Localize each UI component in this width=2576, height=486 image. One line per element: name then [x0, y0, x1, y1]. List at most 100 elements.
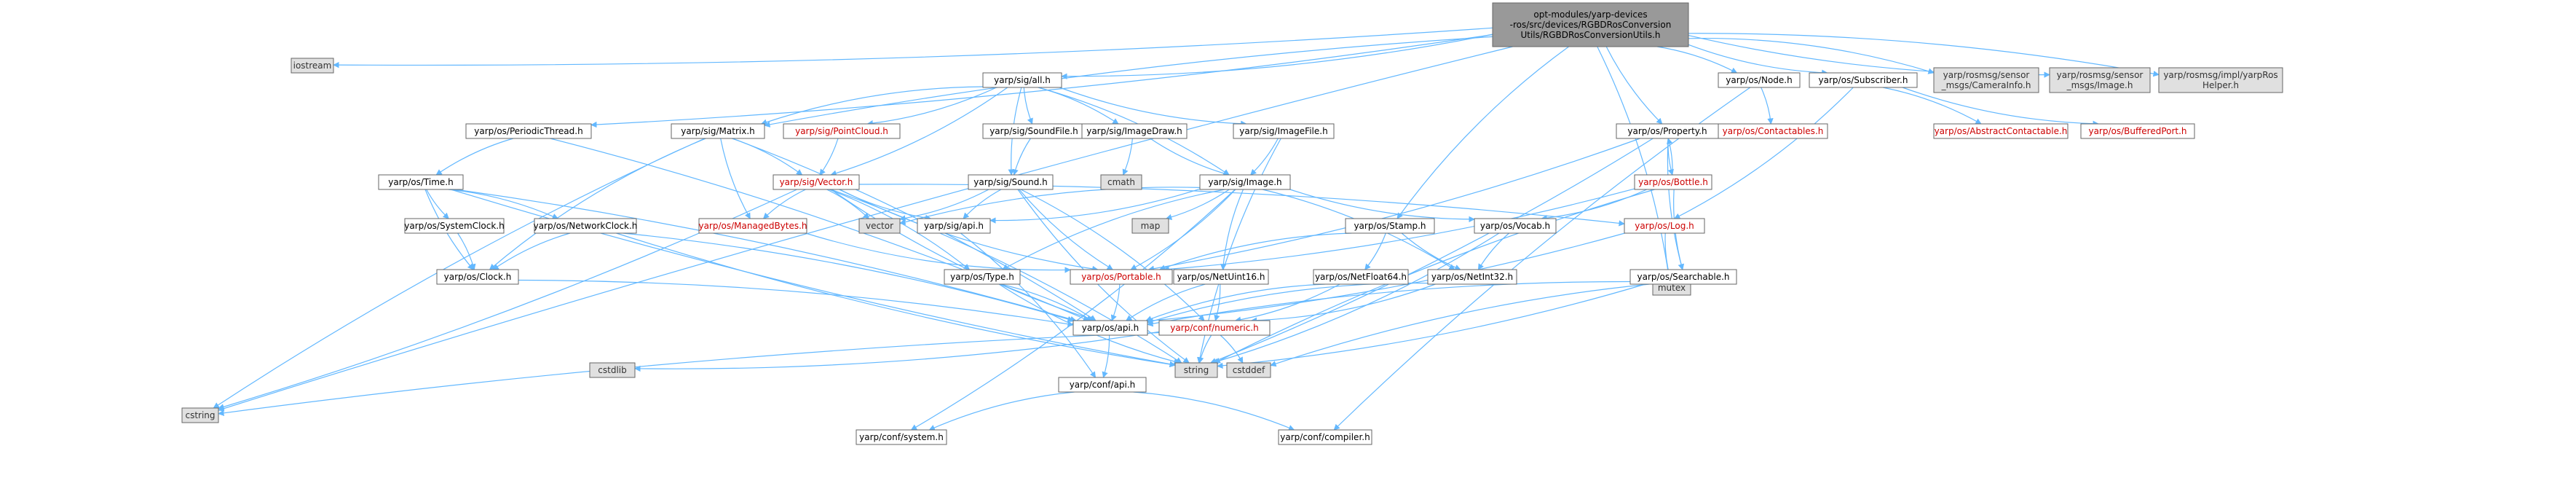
node-searchable[interactable]: yarp/os/Searchable.h: [1629, 269, 1737, 285]
edge-image-to-vocab: [1289, 189, 1475, 223]
node-label: mutex: [1658, 283, 1686, 293]
edge-type-to-osapi: [1000, 283, 1093, 321]
edge-sigall-to-soundfile: [1023, 87, 1033, 125]
node-confapi[interactable]: yarp/conf/api.h: [1058, 377, 1147, 393]
node-box: [181, 407, 219, 423]
node-imagefile[interactable]: yarp/sig/ImageFile.h: [1233, 123, 1335, 139]
edge-bottle-to-string: [1214, 189, 1655, 364]
node-bottle[interactable]: yarp/os/Bottle.h: [1634, 174, 1712, 190]
edge-image-to-system: [910, 189, 1236, 431]
node-label: yarp/os/api.h: [1082, 323, 1139, 333]
edge-netuint16-to-numeric: [1214, 283, 1221, 321]
node-label: yarp/rosmsg/sensor: [2057, 70, 2144, 80]
node-label: yarp/conf/numeric.h: [1170, 323, 1258, 333]
node-bufferedport[interactable]: yarp/os/BufferedPort.h: [2080, 123, 2195, 139]
node-label: Utils/RGBDRosConversionUtils.h: [1520, 30, 1660, 40]
node-label: iostream: [293, 60, 332, 71]
node-label: yarp/os/Log.h: [1635, 221, 1694, 231]
node-systemclock[interactable]: yarp/os/SystemClock.h: [404, 218, 505, 234]
node-label: cstring: [185, 410, 215, 420]
node-abstractcontactable[interactable]: yarp/os/AbstractContactable.h: [1933, 123, 2069, 139]
node-clock[interactable]: yarp/os/Clock.h: [436, 269, 519, 285]
node-sigall[interactable]: yarp/sig/all.h: [982, 72, 1062, 88]
node-box: [773, 174, 860, 190]
node-log[interactable]: yarp/os/Log.h: [1624, 218, 1705, 234]
edge-netfloat64-to-osapi: [1145, 283, 1325, 322]
node-portable[interactable]: yarp/os/Portable.h: [1070, 269, 1173, 285]
node-stamp[interactable]: yarp/os/Stamp.h: [1345, 218, 1435, 234]
edge-root-to-property: [1605, 46, 1663, 125]
edge-sigall-to-pointcloud: [866, 87, 997, 127]
node-label: yarp/rosmsg/impl/yarpRos: [2163, 70, 2277, 80]
node-osapi[interactable]: yarp/os/api.h: [1072, 320, 1148, 336]
node-box: [944, 269, 1021, 285]
edge-searchable-to-cstddef: [1270, 283, 1650, 367]
node-property[interactable]: yarp/os/Property.h: [1616, 123, 1719, 139]
node-label: vector: [866, 221, 893, 231]
node-cstring: cstring: [181, 407, 219, 423]
edge-numeric-to-cstdlib: [634, 331, 1160, 372]
edge-sigvector-to-managedbytes: [762, 189, 806, 219]
node-numeric[interactable]: yarp/conf/numeric.h: [1158, 320, 1271, 336]
edge-sigall-to-imagedraw: [1038, 87, 1119, 125]
node-box: [1174, 362, 1218, 378]
edge-imagefile-to-image: [1249, 138, 1279, 176]
node-label: yarp/os/Stamp.h: [1354, 221, 1426, 231]
node-box: [1933, 123, 2069, 139]
edge-netuint16-to-osapi: [1126, 283, 1206, 321]
node-label: yarp/os/BufferedPort.h: [2088, 126, 2186, 136]
node-imagedraw[interactable]: yarp/sig/ImageDraw.h: [1081, 123, 1188, 139]
node-image[interactable]: yarp/sig/Image.h: [1199, 174, 1291, 190]
node-sound[interactable]: yarp/sig/Sound.h: [968, 174, 1054, 190]
node-netuint16[interactable]: yarp/os/NetUint16.h: [1173, 269, 1269, 285]
edge-stamp-to-netint32: [1401, 232, 1461, 270]
node-label: yarp/os/Time.h: [388, 177, 453, 187]
node-node[interactable]: yarp/os/Node.h: [1718, 72, 1801, 88]
node-label: yarp/os/NetUint16.h: [1177, 272, 1265, 282]
node-box: [1629, 269, 1737, 285]
node-box: [1226, 362, 1271, 378]
node-box: [1100, 174, 1142, 190]
node-sigvector[interactable]: yarp/sig/Vector.h: [773, 174, 860, 190]
node-sigapi[interactable]: yarp/sig/api.h: [917, 218, 991, 234]
edge-stamp-to-portable: [1158, 232, 1352, 271]
node-subscriber[interactable]: yarp/os/Subscriber.h: [1809, 72, 1918, 88]
node-managedbytes[interactable]: yarp/os/ManagedBytes.h: [698, 218, 807, 234]
node-sigmatrix[interactable]: yarp/sig/Matrix.h: [671, 123, 765, 139]
node-vocab[interactable]: yarp/os/Vocab.h: [1474, 218, 1557, 234]
node-soundfile[interactable]: yarp/sig/SoundFile.h: [982, 123, 1086, 139]
node-box: [917, 218, 991, 234]
node-iostream: iostream: [291, 58, 334, 74]
edge-sigall-to-imagefile: [1059, 87, 1247, 127]
node-label: cmath: [1107, 177, 1135, 187]
node-type[interactable]: yarp/os/Type.h: [944, 269, 1021, 285]
node-time[interactable]: yarp/os/Time.h: [378, 174, 464, 190]
node-box: [1474, 218, 1557, 234]
node-label: Helper.h: [2202, 80, 2239, 90]
node-networkclock[interactable]: yarp/os/NetworkClock.h: [534, 218, 638, 234]
node-netfloat64[interactable]: yarp/os/NetFloat64.h: [1313, 269, 1409, 285]
node-box: [465, 123, 592, 139]
edge-osapi-to-confapi: [1102, 334, 1110, 378]
edge-root-to-iostream: [333, 27, 1493, 68]
edge-root-to-mutex: [1597, 46, 1672, 281]
node-netint32[interactable]: yarp/os/NetInt32.h: [1427, 269, 1517, 285]
node-system[interactable]: yarp/conf/system.h: [856, 429, 947, 445]
edge-property-to-searchable: [1667, 138, 1684, 270]
node-box: [1345, 218, 1435, 234]
edge-portable-to-osapi: [1110, 283, 1121, 321]
node-compiler[interactable]: yarp/conf/compiler.h: [1278, 429, 1372, 445]
node-box: [1081, 123, 1188, 139]
node-label: yarp/os/Node.h: [1726, 75, 1792, 85]
node-label: map: [1141, 221, 1161, 231]
node-label: yarp/os/Vocab.h: [1480, 221, 1550, 231]
node-label: string: [1184, 365, 1209, 375]
node-periodicthread[interactable]: yarp/os/PeriodicThread.h: [465, 123, 592, 139]
node-box: [589, 362, 636, 378]
node-root[interactable]: opt-modules/yarp-devices-ros/src/devices…: [1492, 2, 1689, 47]
node-contactables[interactable]: yarp/os/Contactables.h: [1718, 123, 1828, 139]
node-layer: opt-modules/yarp-devices-ros/src/devices…: [181, 2, 2283, 445]
node-pointcloud[interactable]: yarp/sig/PointCloud.h: [783, 123, 901, 139]
